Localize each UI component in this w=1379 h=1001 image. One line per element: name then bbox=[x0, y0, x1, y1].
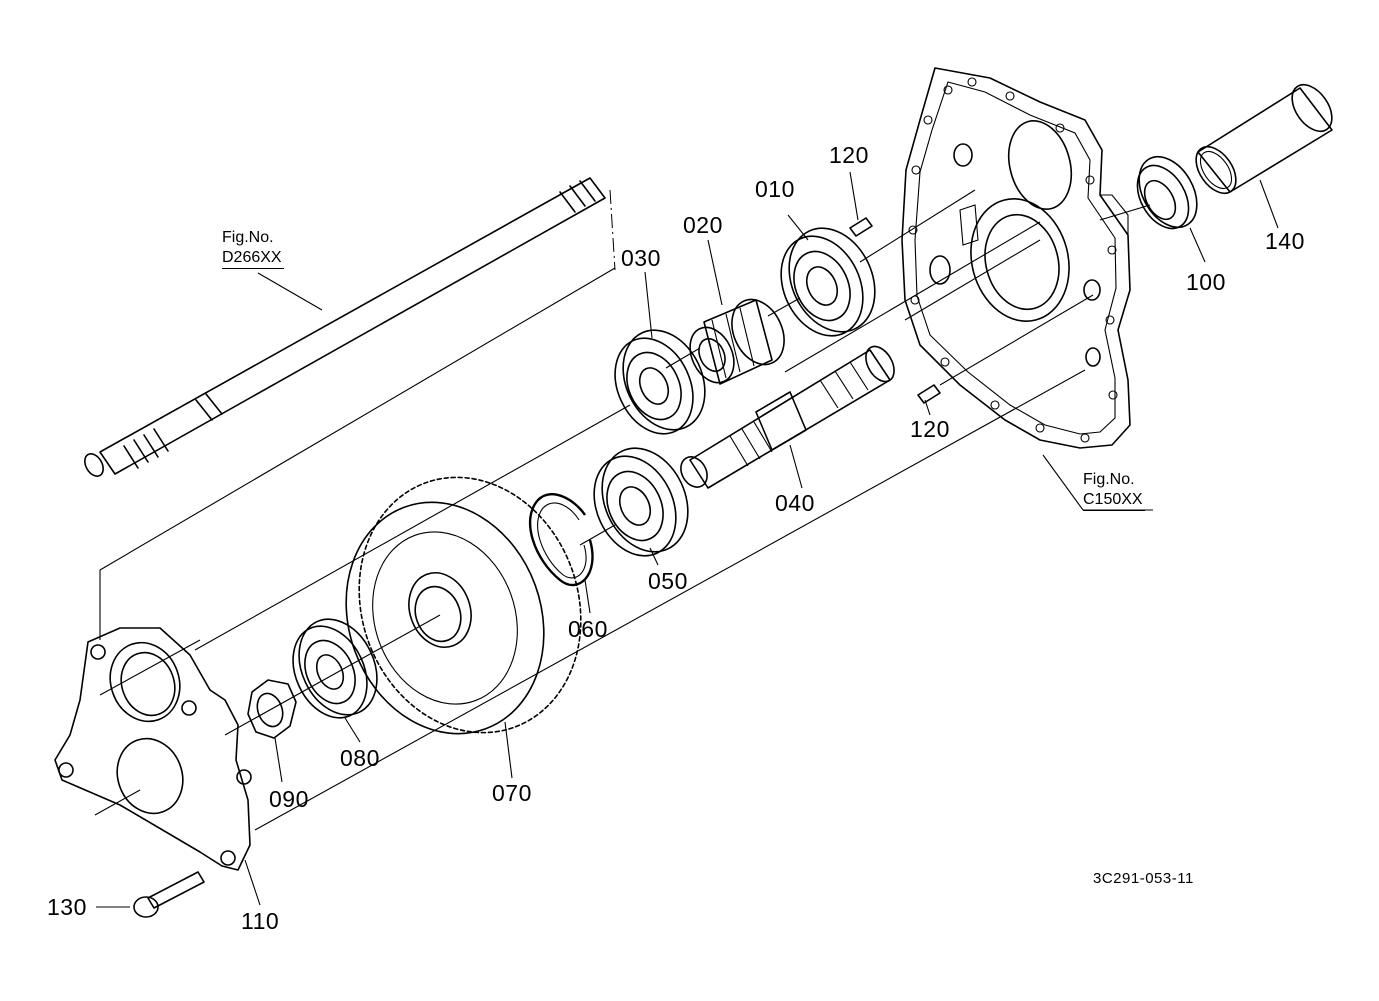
part-label-120-lower: 120 bbox=[910, 416, 950, 442]
figure-ref-shaft-code: D266XX bbox=[222, 248, 284, 269]
part-label-040: 040 bbox=[775, 490, 815, 516]
part-label-090: 090 bbox=[269, 786, 309, 812]
part-060-snap-ring bbox=[528, 493, 594, 587]
part-label-100: 100 bbox=[1186, 269, 1226, 295]
figure-ref-shaft: Fig.No. D266XX bbox=[222, 228, 284, 269]
part-070-large-gear bbox=[345, 476, 582, 735]
part-label-020: 020 bbox=[683, 212, 723, 238]
figure-ref-shaft-label: Fig.No. bbox=[222, 229, 274, 246]
part-label-080: 080 bbox=[340, 745, 380, 771]
part-label-130: 130 bbox=[47, 894, 87, 920]
figure-ref-housing-code: C150XX bbox=[1083, 490, 1145, 511]
part-020-pinion-gear bbox=[689, 298, 785, 385]
part-130-bolt bbox=[133, 871, 205, 918]
part-090-lock-nut bbox=[247, 679, 297, 739]
part-label-060: 060 bbox=[568, 616, 608, 642]
part-label-030: 030 bbox=[621, 245, 661, 271]
part-label-140: 140 bbox=[1265, 228, 1305, 254]
part-100-oil-seal bbox=[1136, 155, 1198, 230]
part-080-bearing bbox=[292, 618, 378, 719]
part-label-110: 110 bbox=[241, 908, 280, 934]
part-label-010: 010 bbox=[755, 176, 795, 202]
part-label-070: 070 bbox=[492, 780, 532, 806]
drive-shaft bbox=[84, 177, 616, 477]
part-040-output-shaft bbox=[680, 345, 895, 489]
part-030-bearing bbox=[614, 329, 706, 435]
part-110-bearing-bracket bbox=[54, 627, 252, 871]
part-120-pin-lower bbox=[917, 384, 941, 404]
part-120-pin-upper bbox=[849, 217, 873, 237]
figure-ref-housing: Fig.No. C150XX bbox=[1083, 470, 1145, 511]
drawing-code: 3C291-053-11 bbox=[1093, 870, 1194, 887]
part-010-bearing bbox=[780, 227, 876, 337]
transmission-housing bbox=[901, 67, 1131, 449]
part-140-sleeve bbox=[1195, 84, 1333, 194]
part-label-050: 050 bbox=[648, 568, 688, 594]
figure-ref-housing-label: Fig.No. bbox=[1083, 471, 1135, 488]
part-050-bearing bbox=[593, 447, 689, 557]
part-label-120-upper: 120 bbox=[829, 142, 869, 168]
